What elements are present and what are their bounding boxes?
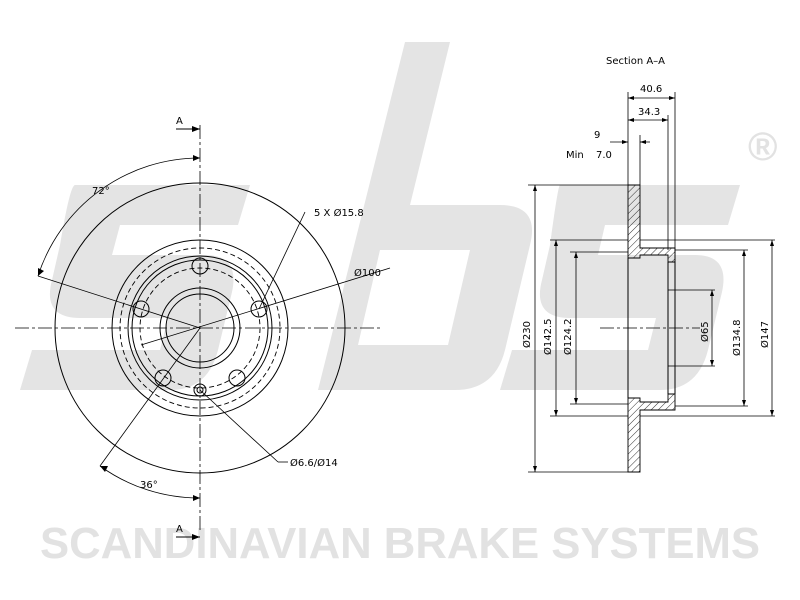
angle-36-label: 36° [140,480,158,491]
d147-label: Ø147 [759,321,771,348]
small-hole-label: Ø6.6/Ø14 [290,457,338,469]
section-marker-bottom: A [176,524,183,535]
outer-diameter-label: Ø230 [521,321,533,348]
d1348-label: Ø134.8 [731,320,743,357]
registered-mark: ® [748,125,777,169]
d65-label: Ø65 [699,321,711,342]
min-thickness-label: 7.0 [596,150,612,161]
d1242-label: Ø124.2 [562,319,574,356]
section-marker-top: A [176,116,183,127]
width-overall-label: 40.6 [640,84,662,95]
section-title: Section A–A [606,56,665,67]
thickness-label: 9 [594,130,600,141]
brand-watermark-text: SCANDINAVIAN BRAKE SYSTEMS [40,519,760,568]
sbs-watermark-logo: ® [20,42,777,390]
section-view: Section A–A 40.6 34.3 9 Min 7.0 [521,56,775,473]
pcd-label: Ø100 [354,267,381,279]
d1425-label: Ø142.5 [542,319,554,356]
width-hat-label: 34.3 [638,107,660,118]
bolt-holes-label: 5 X Ø15.8 [314,207,364,219]
min-prefix-label: Min [566,150,584,161]
front-view: A A 72° 36° 5 X Ø15.8 Ø100 Ø6.6/Ø14 [15,116,391,540]
angle-72-label: 72° [92,186,110,197]
